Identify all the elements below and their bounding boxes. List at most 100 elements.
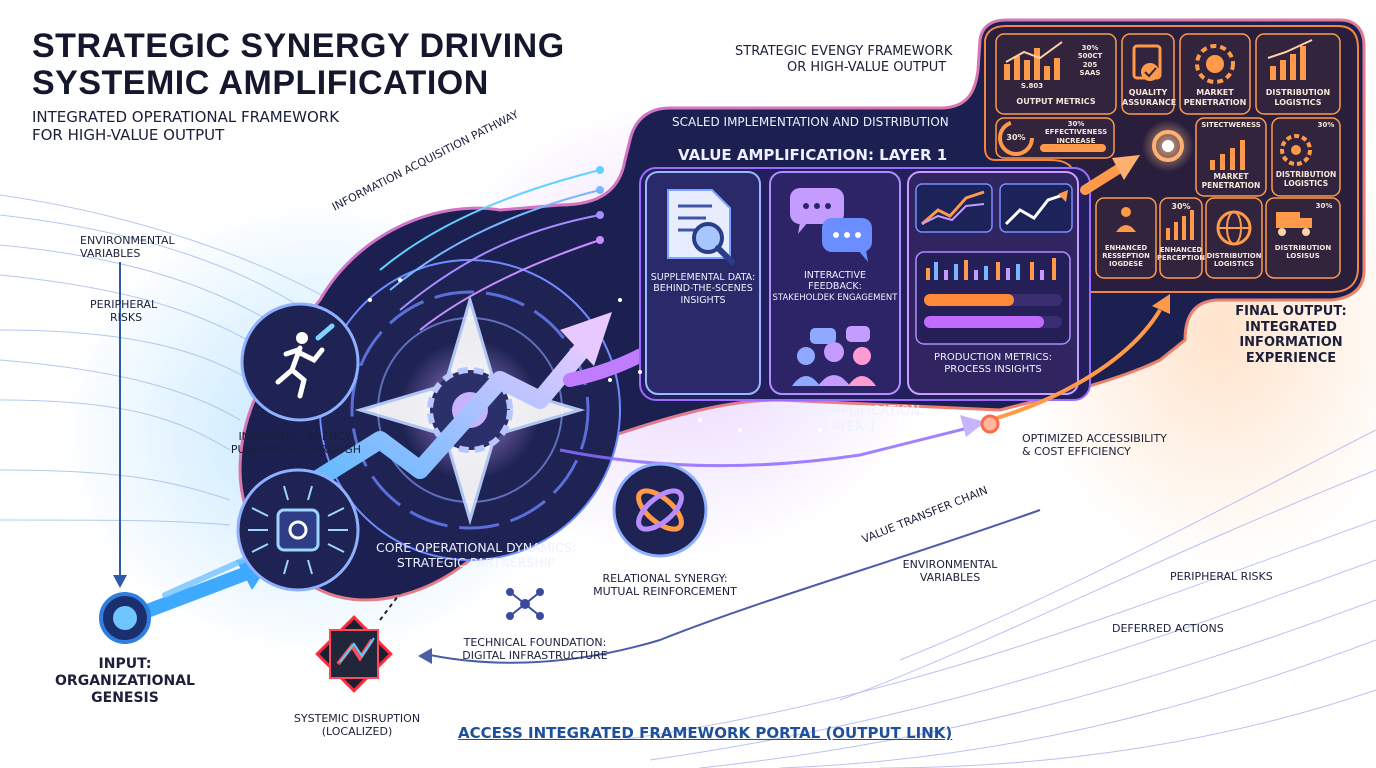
output-metrics-chart-icon bbox=[1004, 41, 1063, 80]
final-output-line-1: FINAL OUTPUT: bbox=[1235, 304, 1347, 319]
deferred-actions: DEFERRED ACTIONS bbox=[1112, 622, 1224, 635]
tile-distribution-4: DISTRIBUTION LOSISUS bbox=[1266, 244, 1340, 261]
layer-bottom-label: VALUE AMPLIFICATION: LAYER 1 bbox=[770, 404, 930, 435]
final-output-arrow bbox=[989, 308, 1162, 422]
metrics-value-2: 500CT bbox=[1077, 52, 1103, 61]
tile-stitle: SITECTWERESS bbox=[1201, 121, 1261, 129]
title-line-2: SYSTEMIC AMPLIFICATION bbox=[32, 63, 489, 102]
dist3-line-2: LOGISTICS bbox=[1213, 260, 1255, 269]
enh1-line-2: RESSEPTION bbox=[1102, 252, 1150, 261]
input-line-3: GENESIS bbox=[91, 689, 159, 706]
relational-line-1: RELATIONAL SYNERGY: bbox=[602, 572, 728, 585]
tile-distribution-2: DISTRIBUTION LOGISTICS bbox=[1272, 170, 1340, 188]
input-label: INPUT: ORGANIZATIONAL GENESIS bbox=[50, 656, 200, 706]
logistics-gear-icon bbox=[1280, 134, 1312, 166]
supplemental-label: SUPPLEMENTAL DATA: BEHIND-THE-SCENES INS… bbox=[646, 272, 760, 306]
network-icon bbox=[506, 588, 544, 620]
value-transfer-arrowhead bbox=[960, 415, 985, 437]
rising-arrow bbox=[291, 331, 599, 499]
agency-line-2: PUSH/BREAK THROUGH bbox=[230, 443, 362, 457]
market-line-1: MARKET bbox=[1196, 88, 1234, 97]
market2-line-1: MARKET bbox=[1213, 172, 1249, 181]
tile-dist4-pct: 30% bbox=[1315, 202, 1333, 210]
subtitle: INTEGRATED OPERATIONAL FRAMEWORK FOR HIG… bbox=[32, 108, 339, 144]
metrics-value-4: 205 bbox=[1082, 60, 1098, 69]
hub-target-icon bbox=[1142, 120, 1194, 172]
tile-market-2: MARKET PENETRATION bbox=[1196, 172, 1266, 190]
disruption-line-2: (LOCALIZED) bbox=[321, 725, 393, 739]
tile-distribution: DISTRIBUTION LOGISTICS bbox=[1256, 88, 1340, 107]
right-peripheral-risks: PERIPHERAL RISKS bbox=[1170, 570, 1273, 583]
left-env-variables: ENVIRONMENTAL VARIABLES bbox=[80, 234, 175, 260]
relational-label: RELATIONAL SYNERGY: MUTUAL REINFORCEMENT bbox=[590, 572, 740, 598]
dist-line-1: DISTRIBUTION bbox=[1265, 88, 1331, 97]
globe-icon bbox=[1216, 210, 1252, 246]
enh1-line-3: IOGDESE bbox=[1109, 260, 1143, 269]
right-env-variables: ENVIRONMENTAL VARIABLES bbox=[880, 558, 1020, 584]
tile-metrics-values: 30% 500CT 205 SAAS bbox=[1070, 44, 1110, 78]
left-peripheral-risks: PERIPHERAL RISKS bbox=[90, 298, 157, 324]
page-title: STRATEGIC SYNERGY DRIVING SYSTEMIC AMPLI… bbox=[32, 28, 565, 101]
eff-line-2: INCREASE bbox=[1056, 136, 1096, 145]
tile-metrics-value-3: S.803 bbox=[1020, 82, 1044, 90]
relational-line-2: MUTUAL REINFORCEMENT bbox=[593, 585, 737, 599]
runner-icon bbox=[275, 323, 335, 399]
feedback-label: INTERACTIVE FEEDBACK: STAKEHOLDEK ENGAGE… bbox=[770, 270, 900, 303]
output-feed-arrowhead bbox=[1112, 155, 1140, 180]
tile-market: MARKET PENETRATION bbox=[1180, 88, 1250, 107]
production-label: PRODUCTION METRICS: PROCESS INSIGHTS bbox=[908, 352, 1078, 376]
chip-icon bbox=[248, 485, 348, 575]
tile-dist2-pct: 30% bbox=[1317, 121, 1335, 129]
final-output-line-3: INFORMATION bbox=[1239, 335, 1343, 351]
dist4-line-2: LOSISUS bbox=[1286, 252, 1320, 261]
truck-icon bbox=[1276, 212, 1312, 236]
disruption-label: SYSTEMIC DISRUPTION (LOCALIZED) bbox=[282, 712, 432, 738]
right-env-line-2: VARIABLES bbox=[919, 571, 981, 585]
value-transfer-trail bbox=[559, 423, 981, 468]
production-line-2: PROCESS INSIGHTS bbox=[944, 364, 1042, 375]
final-output-label: FINAL OUTPUT: INTEGRATED INFORMATION EXP… bbox=[1216, 304, 1366, 366]
sparkle-dots bbox=[368, 278, 902, 432]
dist2-line-2: LOGISTICS bbox=[1283, 179, 1329, 188]
top-right-caption: STRATEGIC EVENGY FRAMEWORK OR HIGH-VALUE… bbox=[735, 44, 952, 75]
portal-link[interactable]: ACCESS INTEGRATED FRAMEWORK PORTAL (OUTP… bbox=[458, 724, 953, 742]
core-label: CORE OPERATIONAL DYNAMICS: STRATEGIC PAR… bbox=[376, 540, 576, 570]
access-line-1: OPTIMIZED ACCESSIBILITY bbox=[1022, 432, 1167, 445]
market-line-2: PENETRATION bbox=[1183, 97, 1247, 107]
final-output-line-4: EXPERIENCE bbox=[1245, 350, 1337, 366]
input-line-1: INPUT: bbox=[98, 656, 152, 672]
subtitle-line-1: INTEGRATED OPERATIONAL FRAMEWORK bbox=[32, 108, 340, 126]
left-flow-lines bbox=[0, 194, 331, 526]
top-right-caption-line-2: OR HIGH-VALUE OUTPUT bbox=[787, 59, 947, 75]
eff-line-1: 30% EFFECTIVENESS bbox=[1044, 120, 1108, 137]
dist4-line-1: DISTRIBUTION bbox=[1274, 244, 1332, 252]
scaled-label: SCALED IMPLEMENTATION AND DISTRIBUTION bbox=[672, 115, 949, 129]
tech-line-1: TECHNICAL FOUNDATION: bbox=[463, 636, 607, 649]
feedback-loop-arrowhead bbox=[418, 648, 432, 664]
layer-bottom-line-2: LAYER 1 bbox=[823, 419, 877, 435]
junction-dot bbox=[980, 414, 1000, 434]
core-line-1: CORE OPERATIONAL DYNAMICS: bbox=[376, 540, 576, 555]
tile-distribution-3: DISTRIBUTION LOGISTICS bbox=[1206, 252, 1262, 268]
core-line-2: STRATEGIC PARTNERSHIP bbox=[396, 555, 556, 570]
small-bars-icon bbox=[1166, 210, 1194, 240]
tile-enh2-pct: 30% bbox=[1171, 202, 1191, 211]
quality-line-2: ASSURANCE bbox=[1122, 97, 1177, 107]
agency-node bbox=[240, 302, 360, 422]
left-risk-line-1: PERIPHERAL bbox=[90, 298, 158, 311]
feedback-line-2: FEEDBACK: bbox=[808, 281, 862, 293]
market-chart-icon bbox=[1210, 140, 1245, 170]
supplemental-line-2: BEHIND-THE-SCENES bbox=[653, 283, 753, 295]
bar-chart-icon bbox=[915, 251, 1071, 345]
right-env-line-1: ENVIRONMENTAL bbox=[902, 558, 998, 571]
title-line-1: STRATEGIC SYNERGY DRIVING bbox=[32, 27, 565, 65]
feedback-line-1: INTERACTIVE bbox=[803, 270, 866, 281]
access-line-2: & COST EFFICIENCY bbox=[1022, 445, 1131, 459]
gauge-icon bbox=[998, 120, 1034, 156]
atom-icon bbox=[636, 488, 684, 532]
tile-enhanced-2: ENHANCED PERCEPTION bbox=[1156, 246, 1206, 262]
chat-bubbles-icon bbox=[790, 188, 872, 262]
disruption-link bbox=[379, 579, 411, 621]
agency-label: INDIVIDUAL AGENCY: PUSH/BREAK THROUGH bbox=[226, 430, 366, 456]
